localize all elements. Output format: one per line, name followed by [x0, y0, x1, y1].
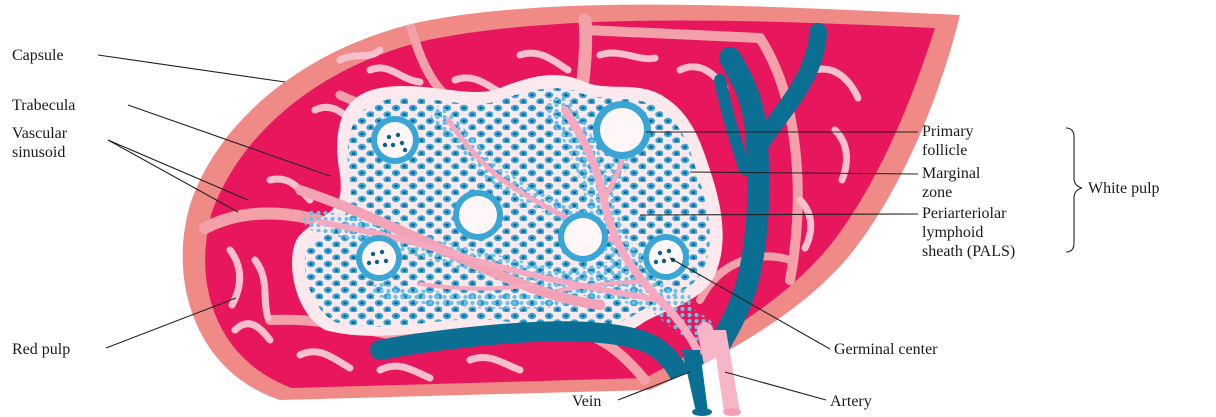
- label-white-pulp: White pulp: [1088, 180, 1160, 197]
- follicle-top-right: [593, 101, 651, 159]
- label-pals-3: sheath (PALS): [922, 243, 1015, 260]
- label-marginal-zone-1: Marginal: [922, 165, 981, 182]
- label-vascular-sinusoid-2: sinusoid: [12, 144, 65, 161]
- follicle-right-germinal: [643, 234, 689, 280]
- label-primary-follicle-1: Primary: [922, 123, 974, 140]
- follicle-center-right: [558, 212, 608, 262]
- leader-artery: [725, 372, 826, 400]
- follicle-center: [453, 190, 503, 240]
- leader-capsule: [98, 55, 285, 82]
- label-marginal-zone-2: zone: [922, 184, 952, 201]
- follicle-top-left: [371, 116, 419, 164]
- label-pals-1: Periarteriolar: [922, 205, 1007, 222]
- label-capsule: Capsule: [12, 47, 64, 64]
- label-red-pulp: Red pulp: [12, 341, 70, 358]
- label-vein: Vein: [572, 393, 601, 410]
- label-vascular-sinusoid-1: Vascular: [12, 125, 68, 142]
- label-artery: Artery: [830, 393, 872, 410]
- label-trabecula: Trabecula: [12, 97, 75, 114]
- label-primary-follicle-2: follicle: [922, 142, 967, 159]
- follicle-left: [356, 235, 402, 281]
- white-pulp-brace: [1066, 128, 1082, 252]
- label-pals-2: lymphoid: [922, 224, 983, 241]
- label-germinal-center: Germinal center: [834, 341, 938, 358]
